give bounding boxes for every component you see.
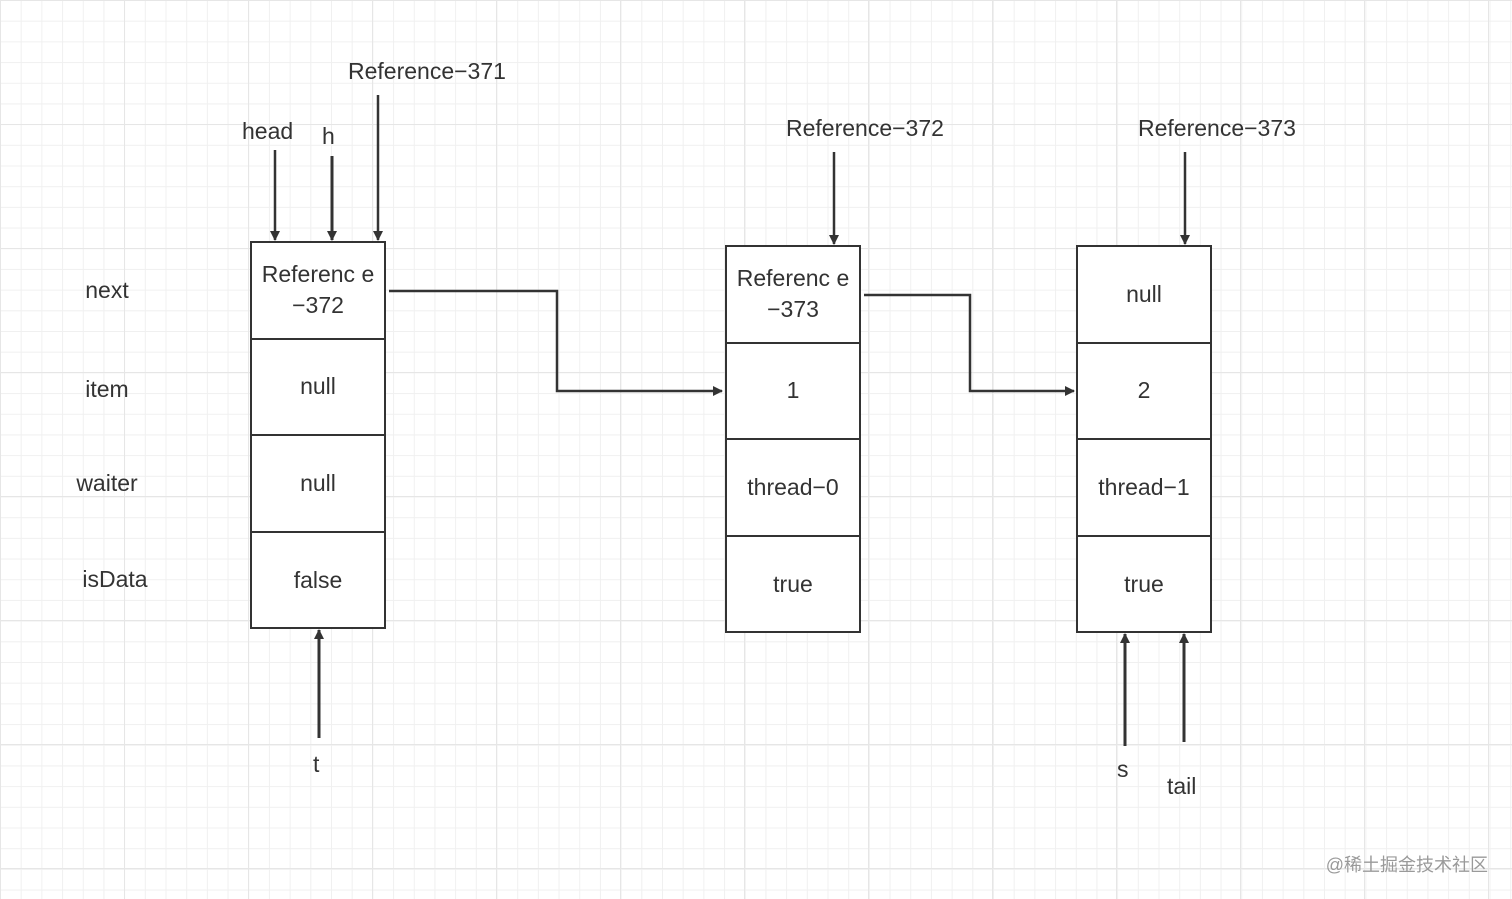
field-label-item: item <box>85 376 129 402</box>
field-label-waiter: waiter <box>76 470 138 496</box>
node-373-next: null <box>1078 247 1210 344</box>
next-link-2 <box>864 293 1075 396</box>
next-link-1 <box>389 289 723 396</box>
watermark: @稀土掘金技术社区 <box>1325 855 1488 875</box>
reference-371-label: Reference−371 <box>348 58 506 84</box>
h-label: h <box>322 123 335 149</box>
node-371-waiter: null <box>252 436 384 533</box>
node-372-next: Referenc e−373 <box>727 247 859 344</box>
field-label-next: next <box>85 277 129 303</box>
node-reference-372: Referenc e−373 1 thread−0 true <box>725 245 861 633</box>
reference-372-label: Reference−372 <box>786 115 944 141</box>
node-reference-373: null 2 thread−1 true <box>1076 245 1212 633</box>
node-reference-371: Referenc e−372 null null false <box>250 241 386 629</box>
node-371-next: Referenc e−372 <box>252 243 384 340</box>
node-373-item: 2 <box>1078 344 1210 440</box>
node-371-isdata: false <box>293 567 343 594</box>
s-label: s <box>1117 756 1129 782</box>
node-373-waiter: thread−1 <box>1078 440 1210 537</box>
head-label: head <box>242 118 294 144</box>
node-372-isdata: true <box>773 571 813 598</box>
node-372-item: 1 <box>727 344 859 440</box>
reference-373-label: Reference−373 <box>1138 115 1296 141</box>
field-label-isdata: isData <box>82 566 148 592</box>
node-371-item: null <box>252 340 384 436</box>
node-373-isdata: true <box>1124 571 1164 598</box>
tail-label: tail <box>1167 773 1197 799</box>
t-label: t <box>313 751 320 777</box>
node-372-waiter: thread−0 <box>727 440 859 537</box>
